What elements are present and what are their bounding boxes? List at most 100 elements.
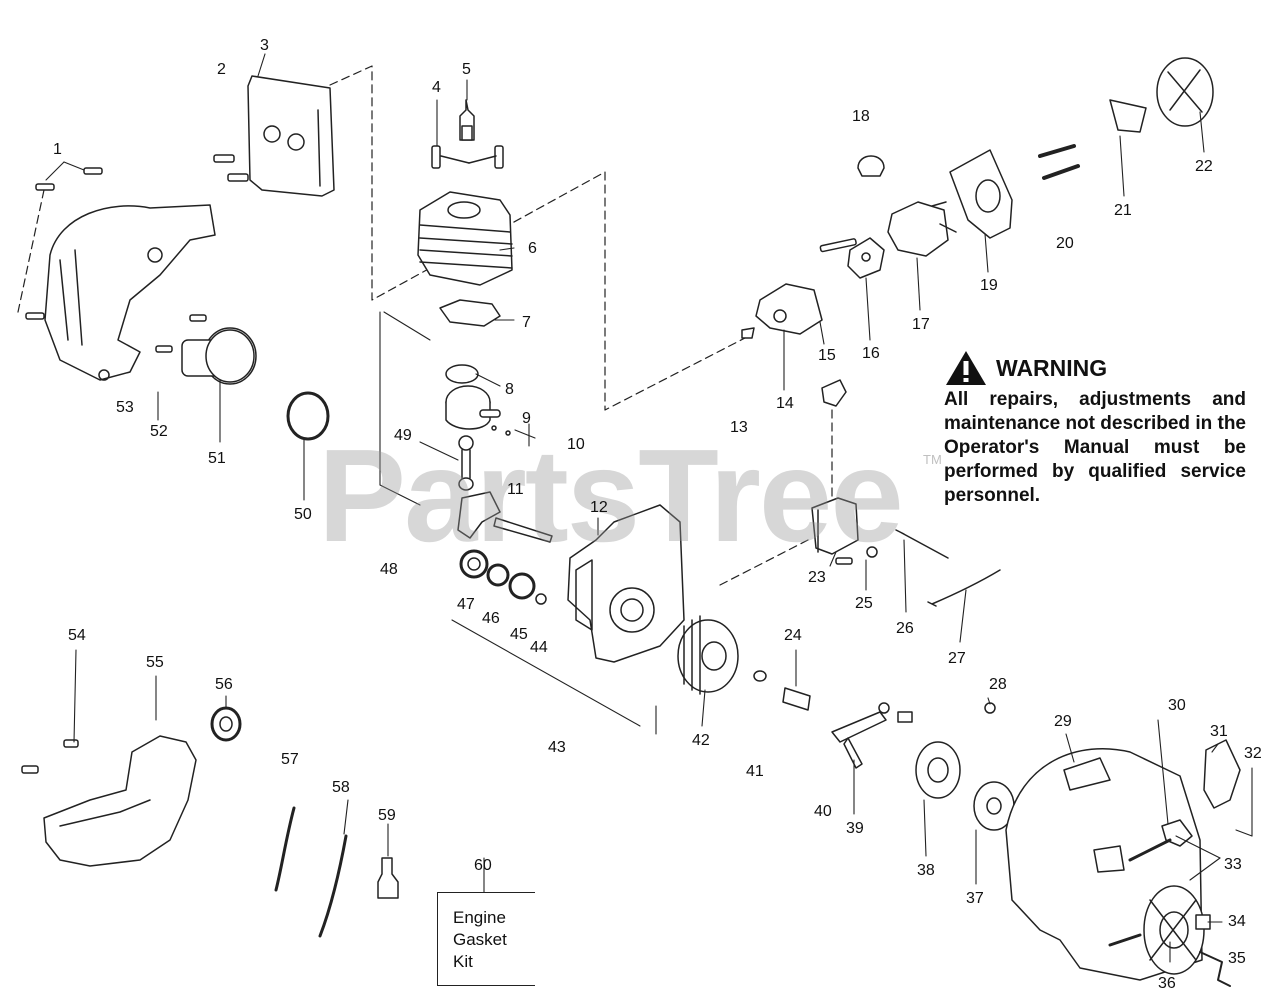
callout-10: 10	[567, 436, 585, 453]
kit-label: Engine Gasket Kit	[453, 907, 507, 973]
callout-15: 15	[818, 347, 836, 364]
callout-26: 26	[896, 620, 914, 637]
callout-14: 14	[776, 395, 794, 412]
bracket-part-39-40	[831, 702, 913, 769]
flywheel-part-42	[677, 615, 739, 695]
callout-52: 52	[150, 423, 168, 440]
callout-35: 35	[1228, 950, 1246, 967]
kit-label-line-1: Engine	[453, 908, 506, 927]
callout-56: 56	[215, 676, 233, 693]
callout-55: 55	[146, 654, 164, 671]
wire-part-27	[927, 569, 1001, 607]
callout-44: 44	[530, 639, 548, 656]
seal-part-45	[508, 572, 536, 600]
callout-21: 21	[1114, 202, 1132, 219]
intake-part-14	[755, 283, 823, 335]
callout-48: 48	[380, 561, 398, 578]
callout-12: 12	[590, 499, 608, 516]
callout-58: 58	[332, 779, 350, 796]
seal-part-46	[486, 563, 510, 587]
callout-41: 41	[746, 763, 764, 780]
callout-34: 34	[1228, 913, 1246, 930]
fuel-filter-part-59	[377, 857, 399, 899]
lower-cover-part-55	[43, 735, 197, 867]
callout-24: 24	[784, 627, 802, 644]
callout-27: 27	[948, 650, 966, 667]
spark-plug-part-5	[459, 99, 475, 141]
starter-housing-part-29	[1005, 748, 1205, 981]
callout-33: 33	[1224, 856, 1242, 873]
nut-part-56	[210, 706, 242, 742]
callout-1: 1	[53, 141, 62, 158]
callout-42: 42	[692, 732, 710, 749]
callout-6: 6	[528, 240, 537, 257]
callout-51: 51	[208, 450, 226, 467]
wire-part-26	[895, 529, 949, 559]
engine-gasket-kit-box: Engine Gasket Kit	[437, 892, 535, 986]
callout-18: 18	[852, 108, 870, 125]
callout-50: 50	[294, 506, 312, 523]
air-filter-part-51	[155, 314, 257, 385]
filter-base-part-19	[949, 149, 1013, 239]
trademark-mark: TM	[923, 452, 942, 467]
callout-9: 9	[522, 410, 531, 427]
callout-30: 30	[1168, 697, 1186, 714]
callout-32: 32	[1244, 745, 1262, 762]
bolt-part-24	[782, 687, 811, 711]
partstree-watermark: PartsTree	[318, 422, 904, 569]
fuel-line-part-57	[274, 806, 296, 892]
callout-47: 47	[457, 596, 475, 613]
filter-part-21	[1109, 99, 1147, 133]
callout-20: 20	[1056, 235, 1074, 252]
o-ring-part-50	[286, 391, 330, 441]
warning-header: WARNING	[944, 348, 1246, 388]
link-part-35	[1199, 951, 1231, 987]
callout-16: 16	[862, 345, 880, 362]
piston-ring-part-8	[445, 364, 479, 384]
crankshaft-part-11	[457, 491, 553, 543]
callout-43: 43	[548, 739, 566, 756]
warning-title: WARNING	[996, 354, 1108, 381]
callout-28: 28	[989, 676, 1007, 693]
warning-triangle-icon	[946, 351, 986, 385]
callout-31: 31	[1210, 723, 1228, 740]
callout-22: 22	[1195, 158, 1213, 175]
piston-part-10	[445, 385, 501, 430]
callout-60: 60	[474, 857, 492, 874]
ring-part-44	[535, 593, 547, 605]
connecting-rod-part-49	[458, 435, 474, 491]
callout-29: 29	[1054, 713, 1072, 730]
callout-54: 54	[68, 627, 86, 644]
callout-25: 25	[855, 595, 873, 612]
callout-53: 53	[116, 399, 134, 416]
callout-13: 13	[730, 419, 748, 436]
callout-57: 57	[281, 751, 299, 768]
callout-23: 23	[808, 569, 826, 586]
callout-45: 45	[510, 626, 528, 643]
fuel-line-part-58	[318, 834, 348, 938]
warning-body: All repairs, adjustments and maintenance…	[944, 389, 1246, 506]
handle-part-31	[1203, 739, 1241, 809]
carburetor-part-17	[887, 201, 957, 257]
callout-2: 2	[217, 61, 226, 78]
engine-cover-part-53	[44, 204, 216, 381]
callout-38: 38	[917, 862, 935, 879]
callout-3: 3	[260, 37, 269, 54]
callout-11: 11	[507, 481, 524, 498]
kit-label-line-2: Gasket	[453, 930, 507, 949]
crankcase-part-12	[567, 504, 685, 663]
callout-40: 40	[814, 803, 832, 820]
screws-part-1	[25, 167, 103, 320]
muffler-part-2-3	[213, 75, 335, 197]
callout-37: 37	[966, 890, 984, 907]
callout-39: 39	[846, 820, 864, 837]
callout-19: 19	[980, 277, 998, 294]
kit-label-line-3: Kit	[453, 952, 473, 971]
callout-5: 5	[462, 61, 471, 78]
callout-4: 4	[432, 79, 441, 96]
primer-part-18	[857, 155, 885, 177]
callout-49: 49	[394, 427, 412, 444]
pulley-part-38	[915, 741, 961, 799]
callout-59: 59	[378, 807, 396, 824]
